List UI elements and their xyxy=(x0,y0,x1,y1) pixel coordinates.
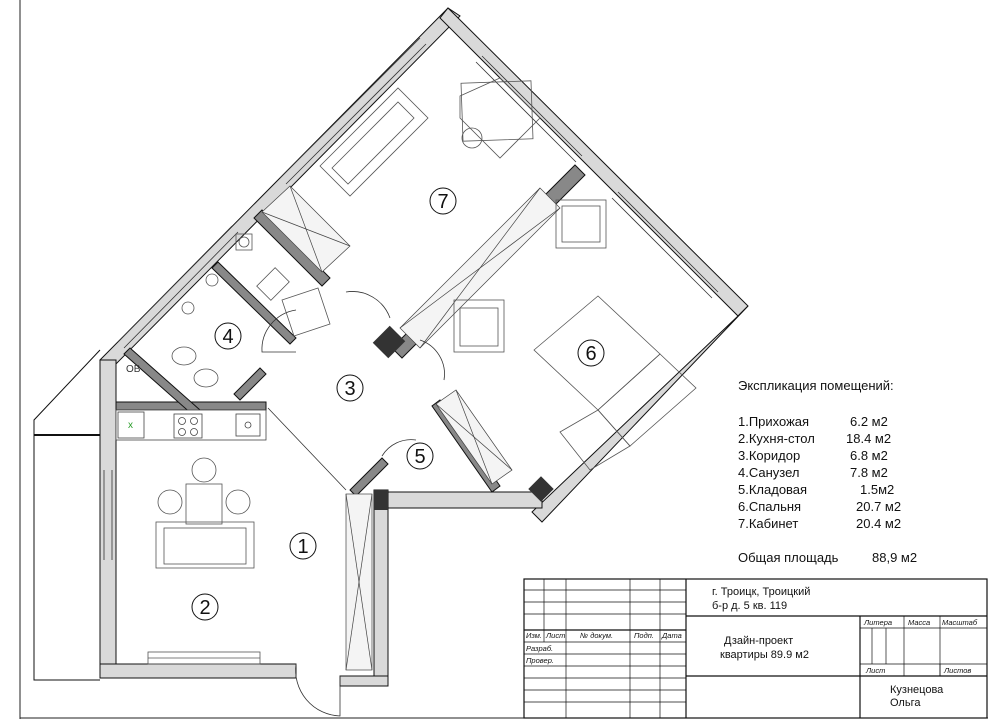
windows xyxy=(103,37,719,560)
expl-area-4: 7.8 м2 xyxy=(850,465,888,480)
stamp-col-podp: Подп. xyxy=(634,631,654,640)
expl-area-6: 20.7 м2 xyxy=(856,499,902,514)
stamp-col-izm: Изм. xyxy=(526,631,542,640)
expl-name-4: 4.Санузел xyxy=(738,465,800,480)
expl-total-value: 88,9 м2 xyxy=(872,550,918,565)
expl-name-2: 2.Кухня-стол xyxy=(738,431,815,446)
expl-name-3: 3.Коридор xyxy=(738,448,801,463)
expl-area-2: 18.4 м2 xyxy=(846,431,892,446)
expl-area-3: 6.8 м2 xyxy=(850,448,888,463)
stamp-project-1: Дзайн-проект xyxy=(724,635,794,647)
stamp-address-2: б-р д. 5 кв. 119 xyxy=(712,600,788,612)
stamp-project-2: квартиры 89.9 м2 xyxy=(720,649,809,661)
balcony xyxy=(33,349,101,681)
stamp-listov: Листов xyxy=(944,666,972,675)
stamp-col-data: Дата xyxy=(662,631,682,640)
stamp-row-razrab: Разраб. xyxy=(526,644,554,653)
explication-title: Экспликация помещений: xyxy=(738,378,894,393)
stamp-col-list: Лист xyxy=(546,631,566,640)
doors xyxy=(261,291,445,717)
expl-name-5: 5.Кладовая xyxy=(738,482,808,497)
kitchen-counter xyxy=(115,409,267,441)
expl-area-1: 6.2 м2 xyxy=(850,414,888,429)
stamp-address-1: г. Троицк, Троицкий xyxy=(712,586,811,598)
stamp-row-prover: Провер. xyxy=(526,656,554,665)
furniture-room-7 xyxy=(235,77,541,251)
expl-name-6: 6.Спальня xyxy=(738,499,802,514)
furniture-room-6 xyxy=(453,199,697,471)
stamp-massa: Масса xyxy=(908,618,931,627)
expl-total-label: Общая площадь xyxy=(738,550,839,565)
expl-name-7: 7.Кабинет xyxy=(738,516,799,531)
stamp-author-1: Кузнецова xyxy=(890,684,944,696)
expl-area-5: 1.5м2 xyxy=(860,482,895,497)
furniture-bathroom xyxy=(171,267,331,388)
expl-area-7: 20.4 м2 xyxy=(856,516,902,531)
columns xyxy=(372,325,554,510)
furniture-kitchen xyxy=(147,457,261,665)
stamp-masshtab: Масштаб xyxy=(942,618,978,627)
outer-walls xyxy=(99,7,749,687)
stamp-list: Лист xyxy=(866,666,886,675)
wardrobes xyxy=(261,185,561,671)
stamp-author-2: Ольга xyxy=(890,697,921,709)
stamp-col-doc: № докум. xyxy=(580,631,614,640)
stamp-litera: Литера xyxy=(864,618,893,627)
expl-name-1: 1.Прихожая xyxy=(738,414,810,429)
